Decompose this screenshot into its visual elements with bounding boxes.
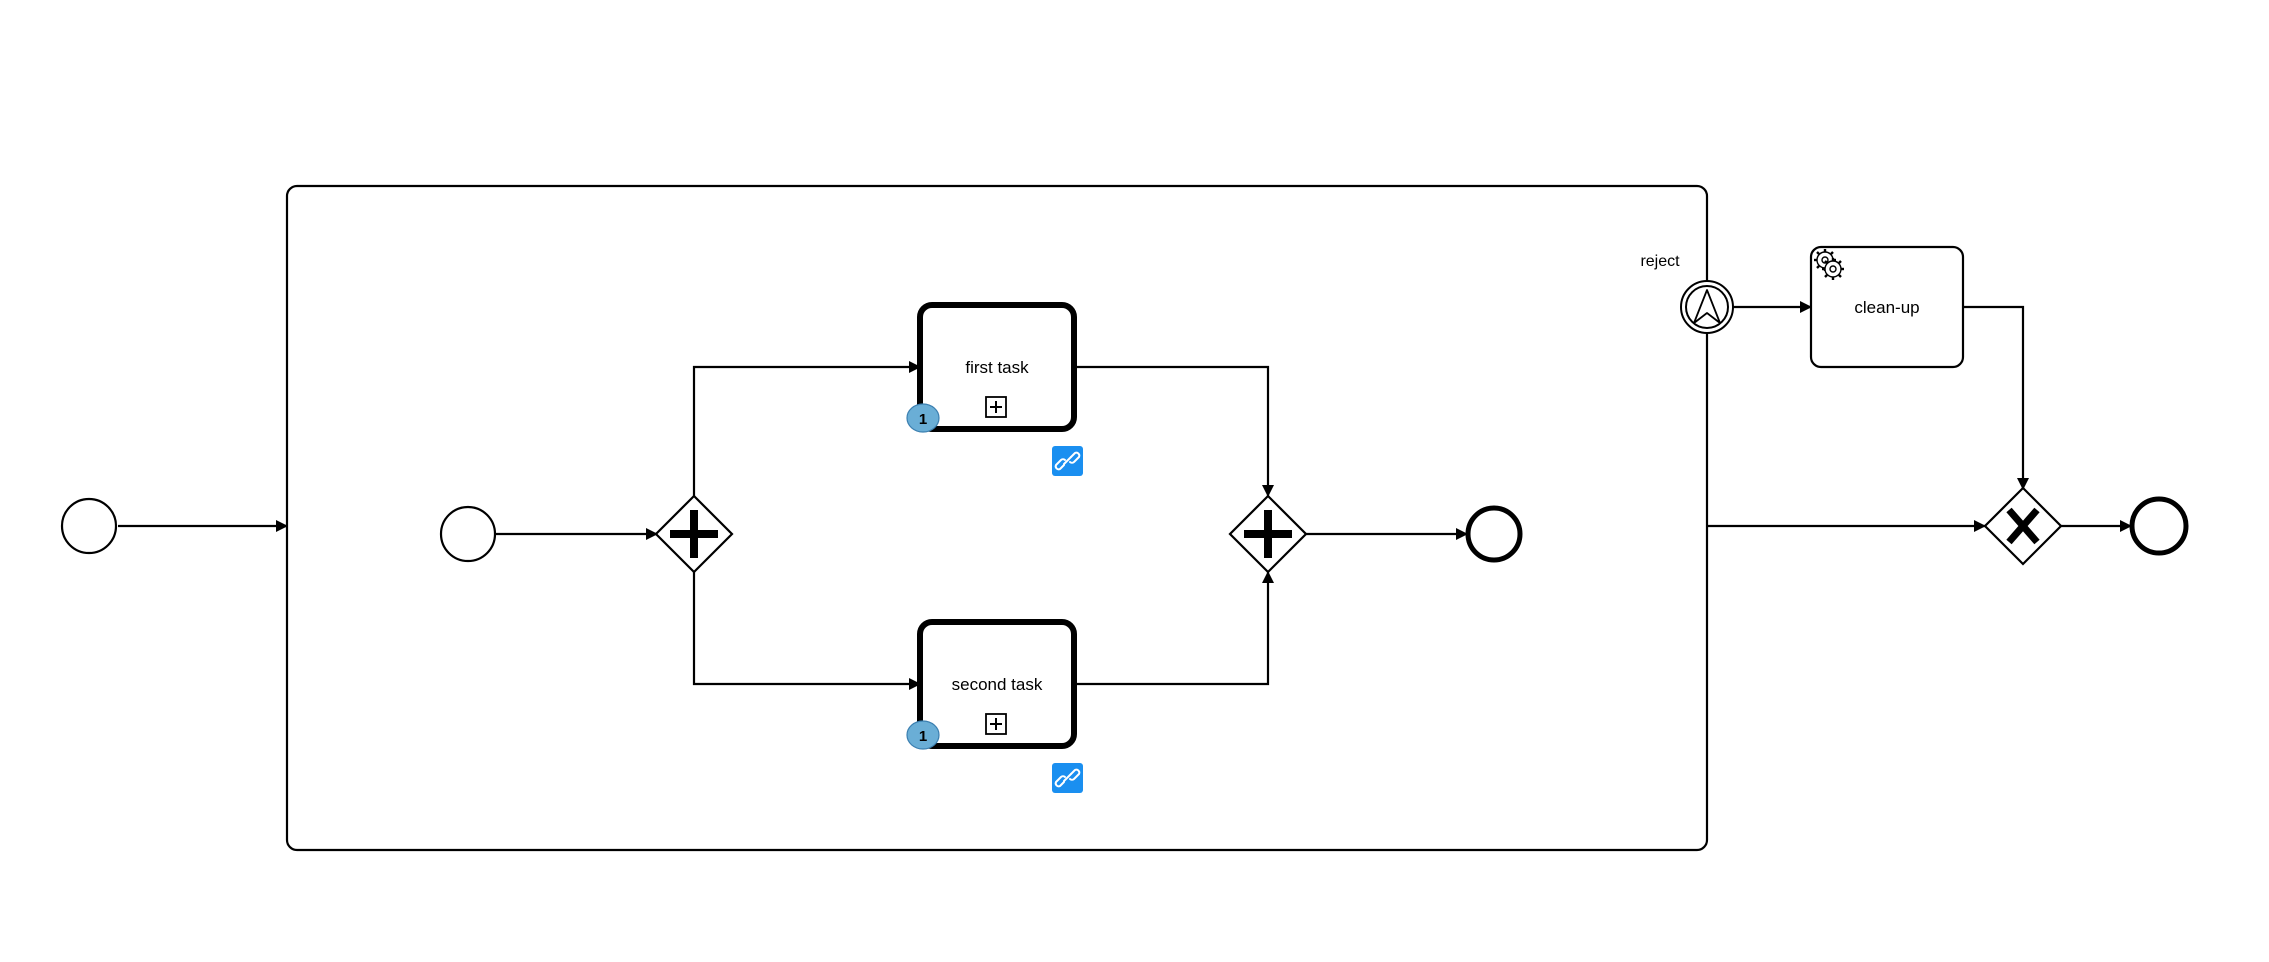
link-icon[interactable] [1052, 446, 1083, 476]
link-icon[interactable] [1052, 763, 1083, 793]
plus-icon [1244, 510, 1292, 558]
loop-count-badge: 1 [906, 403, 940, 433]
flow-cleanup-to-xor[interactable] [1963, 305, 2029, 490]
flow-split-to-first-task[interactable] [692, 361, 921, 498]
x-icon [2006, 507, 2040, 545]
flow-second-task-to-join[interactable] [1074, 571, 1274, 686]
loop-count-text: 1 [919, 728, 927, 745]
reject-boundary-event[interactable] [1680, 280, 1734, 334]
loop-count-text: 1 [919, 411, 927, 428]
sequence-flows [118, 301, 2132, 690]
escalation-icon [1693, 289, 1721, 324]
second-task[interactable]: second task 1 [906, 619, 1077, 750]
second-task-label: second task [952, 675, 1043, 694]
exclusive-gateway[interactable] [1983, 486, 2063, 566]
reject-label: reject [1640, 253, 1680, 270]
plus-icon [670, 510, 718, 558]
flow-split-to-second-task[interactable] [692, 571, 921, 690]
subprocess-container[interactable] [285, 184, 1709, 852]
cleanup-task-label: clean-up [1854, 298, 1919, 317]
cleanup-task[interactable]: clean-up [1809, 245, 1965, 369]
collapsed-marker-icon [985, 396, 1007, 418]
inner-end-event[interactable] [1465, 505, 1523, 563]
collapsed-marker-icon [985, 713, 1007, 735]
flow-first-task-to-join[interactable] [1074, 365, 1274, 497]
outer-end-event[interactable] [2129, 496, 2189, 556]
join-parallel-gateway[interactable] [1228, 494, 1308, 574]
first-task-label: first task [965, 358, 1029, 377]
split-parallel-gateway[interactable] [654, 494, 734, 574]
first-task[interactable]: first task 1 [906, 302, 1077, 433]
gear-icon [1814, 249, 1844, 280]
inner-start-event[interactable] [439, 505, 497, 563]
outer-start-event[interactable] [60, 497, 118, 555]
loop-count-badge: 1 [906, 720, 940, 750]
